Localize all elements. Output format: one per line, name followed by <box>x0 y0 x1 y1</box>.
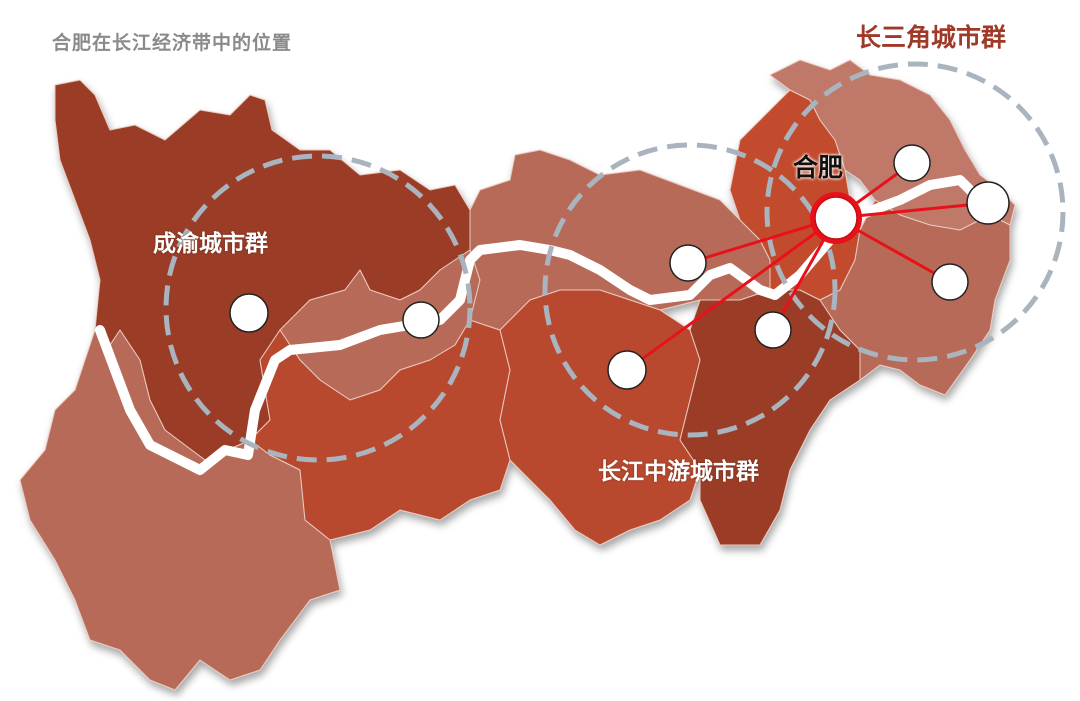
cluster-ring-middle <box>542 142 838 438</box>
province-zhejiang <box>819 199 1011 396</box>
province-guizhou <box>249 319 511 541</box>
provinces <box>19 59 1016 691</box>
cluster-ring-yrd <box>764 61 1066 363</box>
cluster-label-middle: 长江中游城市群 <box>598 459 759 485</box>
city-node-icon <box>966 181 1010 225</box>
cluster-label-yrd: 长三角城市群 <box>856 23 1007 52</box>
city-node-icon <box>669 244 707 282</box>
map-title: 合肥在长江经济带中的位置 <box>52 32 293 54</box>
city-nodes <box>229 144 1010 390</box>
city-node-icon <box>402 301 440 339</box>
province-hunan <box>499 289 701 546</box>
city-node-icon <box>931 263 969 301</box>
city-node-icon <box>893 144 931 182</box>
city-node-icon <box>229 293 269 333</box>
city-node-icon <box>754 311 792 349</box>
city-node-icon <box>607 350 647 390</box>
link-line <box>626 216 837 372</box>
hub-node-inner <box>814 196 858 240</box>
hub-label-hefei: 合肥 <box>793 153 844 182</box>
cluster-label-chengyu: 成渝城市群 <box>153 231 268 257</box>
cluster-ring-chengyu <box>163 153 473 463</box>
